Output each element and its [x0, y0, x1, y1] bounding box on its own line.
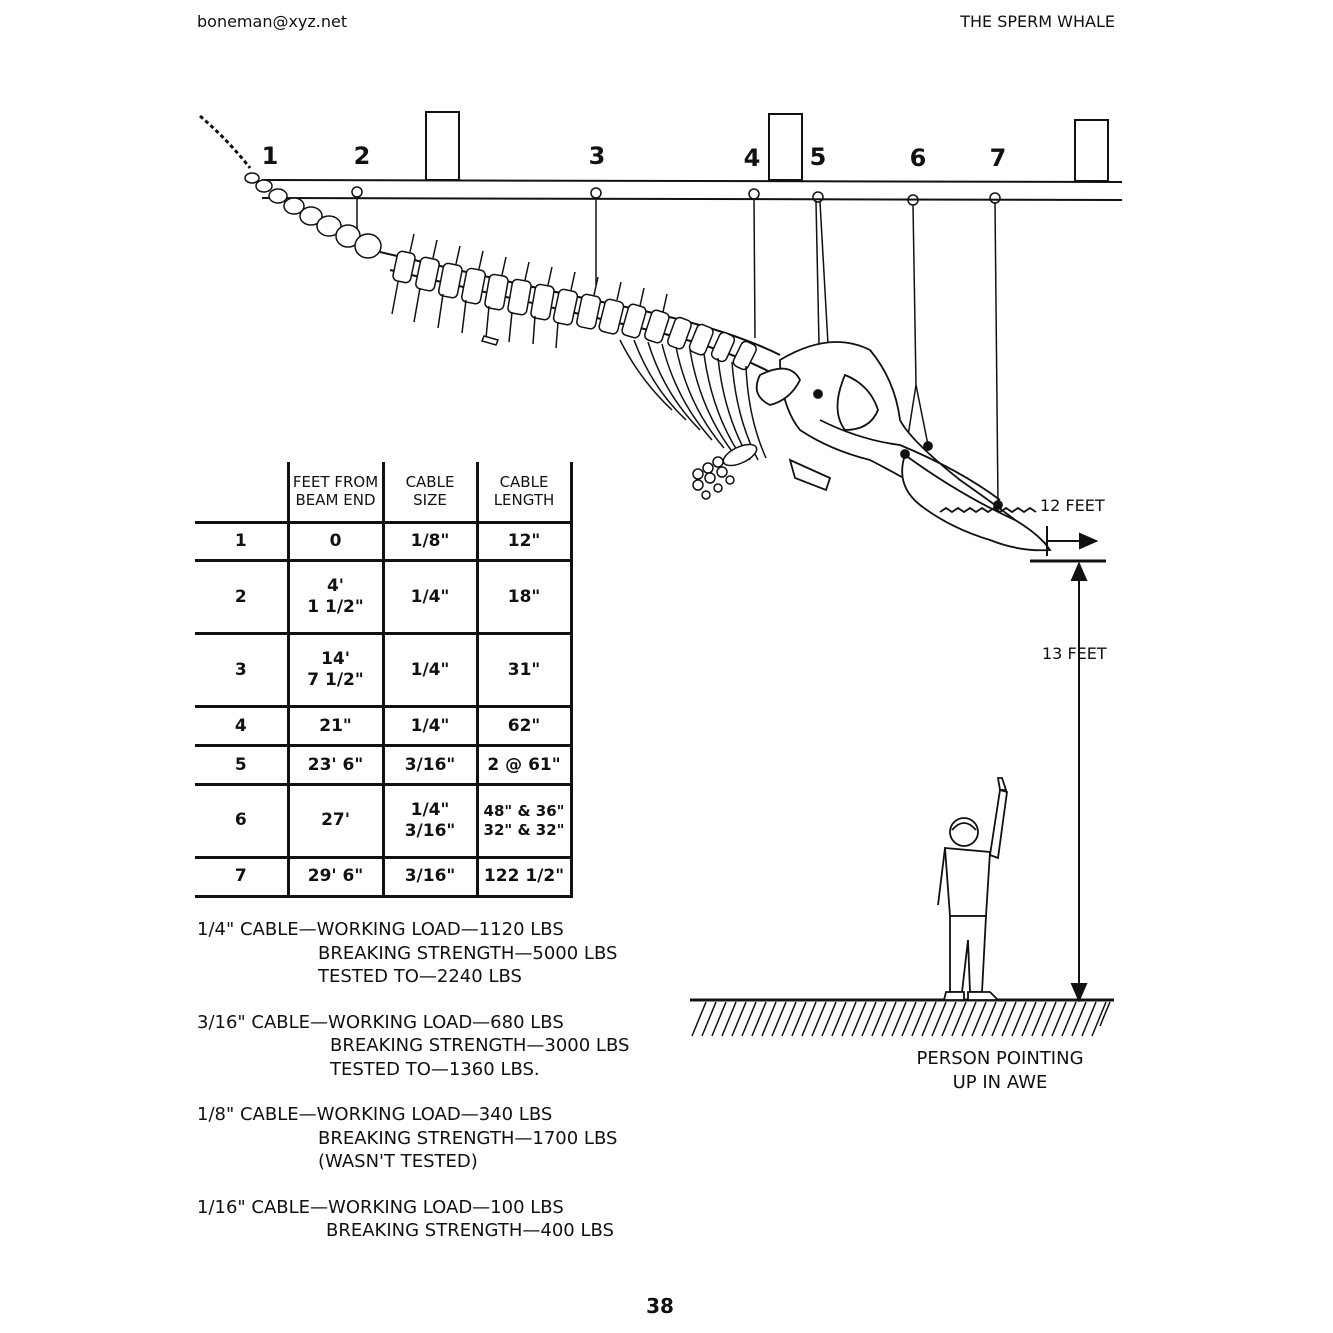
person-caption-line-1: PERSON POINTING	[916, 1048, 1083, 1069]
table-cell: 29' 6"	[286, 856, 385, 898]
table-cell: 62"	[475, 705, 573, 748]
cable-specs-table: FEET FROM BEAM END CABLE SIZE CABLE LENG…	[195, 462, 573, 898]
spec-block: 1/16" CABLE—WORKING LOAD—100 LBS BREAKIN…	[197, 1196, 629, 1243]
spec-line: (WASN'T TESTED)	[318, 1151, 478, 1172]
table-cell: 2	[195, 559, 290, 636]
table-cell: 0	[286, 520, 385, 563]
table-cell: 12"	[475, 520, 573, 563]
table-cell: 48" & 36" 32" & 32"	[475, 783, 573, 860]
table-row: 1 0 1/8" 12"	[195, 520, 573, 563]
spec-line: TESTED TO—1360 LBS.	[330, 1058, 540, 1080]
hanger-number: 7	[990, 144, 1007, 172]
table-header-cell: CABLE SIZE	[381, 462, 479, 524]
ceiling-beam	[261, 111, 1123, 201]
table-cell: 1	[195, 520, 290, 563]
table-row: 2 4' 1 1/2" 1/4" 18"	[195, 559, 573, 636]
dimension-markers	[1030, 526, 1106, 1003]
table-header-cell	[195, 462, 290, 524]
person-figure	[937, 777, 1008, 1001]
table-cell: 122 1/2"	[475, 856, 573, 898]
skull-and-jaw	[755, 341, 1052, 552]
author-email: boneman@xyz.net	[197, 12, 348, 31]
flipper-bones	[692, 443, 758, 500]
table-cell: 1/4"	[381, 632, 479, 709]
spec-line: 1/8" CABLE—WORKING LOAD—340 LBS	[197, 1104, 553, 1125]
tail-vertebrae	[199, 114, 382, 259]
table-cell: 1/8"	[381, 520, 479, 563]
table-header-cell: CABLE LENGTH	[475, 462, 573, 524]
spec-line: BREAKING STRENGTH—3000 LBS	[330, 1035, 630, 1056]
floor-hatching	[690, 998, 1114, 1037]
hanger-number: 3	[589, 142, 606, 170]
table-cell: 21"	[286, 705, 385, 748]
table-cell: 5	[195, 744, 290, 787]
page-heading: THE SPERM WHALE	[960, 12, 1115, 31]
table-row: 6 27' 1/4" 3/16" 48" & 36" 32" & 32"	[195, 783, 573, 860]
table-cell: 1/4" 3/16"	[381, 783, 479, 860]
table-cell: 3/16"	[381, 744, 479, 787]
clearance-label: 13 FEET	[1042, 644, 1107, 663]
rib-cage	[619, 339, 767, 461]
spec-line: 3/16" CABLE—WORKING LOAD—680 LBS	[197, 1011, 564, 1033]
cable-strength-notes: 1/4" CABLE—WORKING LOAD—1120 LBS BREAKIN…	[197, 918, 629, 1265]
page-number: 38	[646, 1294, 674, 1318]
head-offset-label: 12 FEET	[1040, 496, 1105, 515]
table-cell: 23' 6"	[286, 744, 385, 787]
spec-line: BREAKING STRENGTH—400 LBS	[326, 1220, 614, 1241]
table-cell: 3	[195, 632, 290, 709]
table-cell: 1/4"	[381, 559, 479, 636]
spec-line: BREAKING STRENGTH—1700 LBS	[318, 1127, 618, 1149]
spec-block: 1/4" CABLE—WORKING LOAD—1120 LBS BREAKIN…	[197, 918, 629, 989]
hanger-number: 6	[910, 144, 927, 172]
table-cell: 4	[195, 705, 290, 748]
table-cell: 14' 7 1/2"	[286, 632, 385, 709]
person-caption-line-2: UP IN AWE	[953, 1072, 1048, 1093]
spec-block: 1/8" CABLE—WORKING LOAD—340 LBS BREAKING…	[197, 1103, 629, 1174]
table-cell: 27'	[286, 783, 385, 860]
table-cell: 1/4"	[381, 705, 479, 748]
table-row: 4 21" 1/4" 62"	[195, 705, 573, 748]
hanger-number: 2	[354, 142, 371, 170]
spec-line: TESTED TO—2240 LBS	[318, 966, 522, 987]
spec-line: 1/16" CABLE—WORKING LOAD—100 LBS	[197, 1196, 564, 1218]
table-cell: 6	[195, 783, 290, 860]
table-row: 7 29' 6" 3/16" 122 1/2"	[195, 856, 573, 898]
hanger-numbers: 1 2 3 4 5 6 7	[262, 142, 1007, 172]
hanger-number: 1	[262, 142, 279, 170]
table-cell: 7	[195, 856, 290, 898]
hanger-number: 4	[744, 144, 761, 172]
table-cell: 31"	[475, 632, 573, 709]
table-cell: 2 @ 61"	[475, 744, 573, 787]
hanger-number: 5	[810, 143, 827, 171]
spec-line: 1/4" CABLE—WORKING LOAD—1120 LBS	[197, 919, 564, 940]
table-row: 5 23' 6" 3/16" 2 @ 61"	[195, 744, 573, 787]
table-row: 3 14' 7 1/2" 1/4" 31"	[195, 632, 573, 709]
vertebral-column	[379, 233, 781, 373]
table-header-row: FEET FROM BEAM END CABLE SIZE CABLE LENG…	[195, 462, 573, 524]
table-cell: 18"	[475, 559, 573, 636]
spec-line: BREAKING STRENGTH—5000 LBS	[318, 942, 618, 964]
table-cell: 3/16"	[381, 856, 479, 898]
table-header-cell: FEET FROM BEAM END	[286, 462, 385, 524]
spec-block: 3/16" CABLE—WORKING LOAD—680 LBS BREAKIN…	[197, 1011, 629, 1082]
table-cell: 4' 1 1/2"	[286, 559, 385, 636]
